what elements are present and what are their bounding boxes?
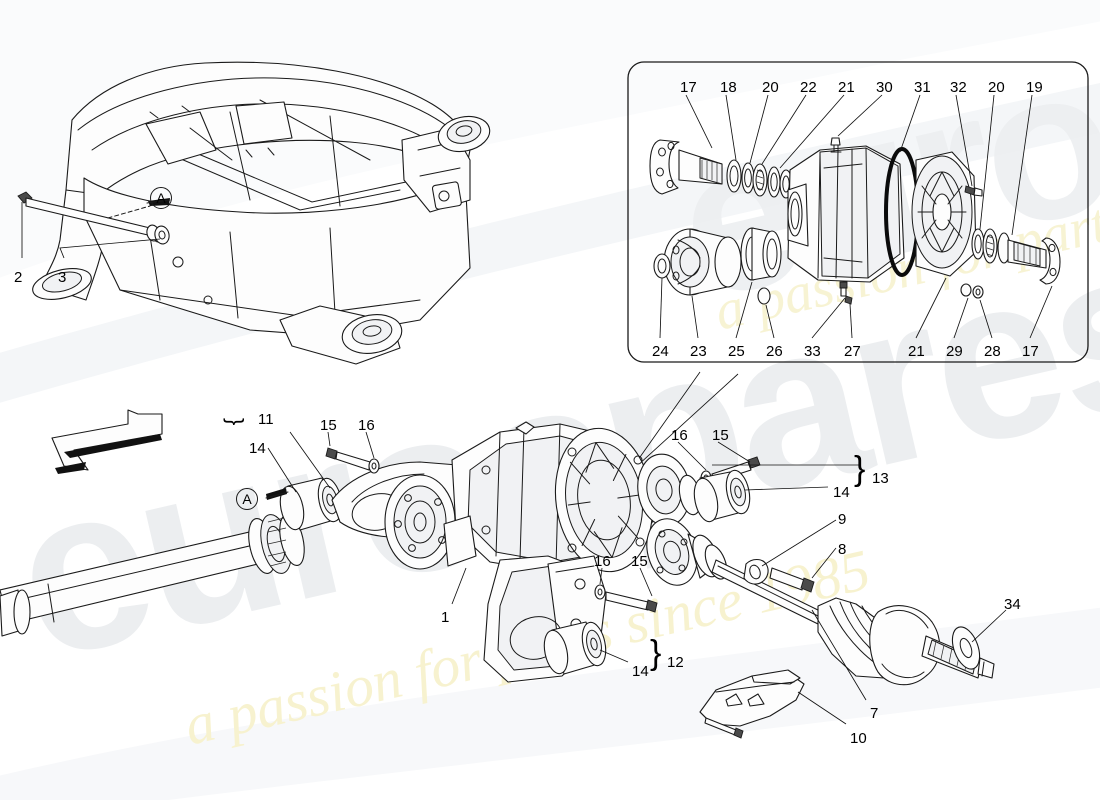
callout-32: 32 bbox=[950, 79, 967, 96]
rear-output-flange bbox=[637, 453, 691, 527]
callout-3: 3 bbox=[58, 269, 67, 286]
callout-26: 26 bbox=[766, 343, 783, 360]
callout-17-bottom: 17 bbox=[1022, 343, 1039, 360]
section-marker-a-diff: A bbox=[236, 488, 258, 510]
callout-21-top: 21 bbox=[838, 79, 855, 96]
part-9-retainer-plate bbox=[743, 558, 769, 585]
callout-2: 2 bbox=[14, 269, 23, 286]
brace-group-13: } bbox=[854, 450, 866, 488]
outer-cv-housing bbox=[869, 605, 941, 686]
propeller-shaft bbox=[0, 513, 305, 637]
part-32-bolt bbox=[964, 185, 983, 197]
direction-arrow bbox=[51, 409, 163, 474]
callout-22: 22 bbox=[800, 79, 817, 96]
part-10-heat-shield bbox=[699, 669, 805, 739]
callout-15-lower: 15 bbox=[631, 553, 648, 570]
main-differential-assembly bbox=[279, 421, 761, 683]
part-22-bearing bbox=[752, 163, 768, 197]
part-8-bolt bbox=[769, 567, 815, 593]
part-26-spacer bbox=[757, 287, 771, 305]
part-24-bearing-small bbox=[653, 253, 671, 279]
brace-group-11: } bbox=[223, 418, 248, 426]
part-20-shim-b bbox=[971, 228, 985, 260]
callout-30: 30 bbox=[876, 79, 893, 96]
callout-23: 23 bbox=[690, 343, 707, 360]
part-20-shim-a bbox=[741, 162, 755, 194]
part-33-drain-plug bbox=[839, 281, 848, 297]
part-13-mount-with-bushing bbox=[678, 469, 751, 523]
callout-31: 31 bbox=[914, 79, 931, 96]
part-17-left-stub-axle bbox=[649, 139, 723, 195]
callout-34: 34 bbox=[1004, 596, 1021, 613]
callout-10: 10 bbox=[850, 730, 867, 747]
callout-9: 9 bbox=[838, 511, 847, 528]
part-34-washer bbox=[951, 626, 981, 670]
drive-shaft-assembly bbox=[646, 518, 995, 686]
callout-15-upper-left: 15 bbox=[320, 417, 337, 434]
callout-1: 1 bbox=[441, 609, 450, 626]
callout-13: 13 bbox=[872, 470, 889, 487]
callout-14-right: 14 bbox=[833, 484, 850, 501]
callout-25: 25 bbox=[728, 343, 745, 360]
callout-7: 7 bbox=[870, 705, 879, 722]
main-rear-cover bbox=[554, 427, 654, 573]
inset-exploded-differential bbox=[649, 94, 1061, 339]
callout-28: 28 bbox=[984, 343, 1001, 360]
part-19-right-stub-axle bbox=[997, 232, 1061, 285]
part-18-seal bbox=[726, 159, 742, 193]
callout-29: 29 bbox=[946, 343, 963, 360]
differential-rear-cover bbox=[911, 151, 983, 277]
differential-housing-inset bbox=[787, 137, 905, 283]
callout-17-top: 17 bbox=[680, 79, 697, 96]
callout-8: 8 bbox=[838, 541, 847, 558]
callout-15-right: 15 bbox=[712, 427, 729, 444]
callout-16-upper-left: 16 bbox=[358, 417, 375, 434]
part-21-ring-a bbox=[767, 166, 781, 198]
inset-leader-lines-bottom bbox=[659, 277, 1053, 339]
callout-21-bottom: 21 bbox=[908, 343, 925, 360]
inner-cv-joint bbox=[646, 518, 728, 586]
inset-detail-box bbox=[627, 61, 1089, 363]
callout-20-top-b: 20 bbox=[988, 79, 1005, 96]
callout-16-right: 16 bbox=[671, 427, 688, 444]
part-16-washer-upper-left bbox=[368, 458, 380, 474]
callout-27: 27 bbox=[844, 343, 861, 360]
callout-19: 19 bbox=[1026, 79, 1043, 96]
section-a-arrow-diff bbox=[265, 488, 289, 500]
callout-12: 12 bbox=[667, 654, 684, 671]
callout-11: 11 bbox=[258, 411, 274, 428]
part-16-washer-lower bbox=[594, 584, 606, 600]
callout-18: 18 bbox=[720, 79, 737, 96]
part-29-nut bbox=[960, 283, 972, 297]
part-15-bolt-upper-left bbox=[325, 447, 371, 471]
callout-14-lower: 14 bbox=[632, 663, 649, 680]
part-15-bolt-lower bbox=[605, 591, 658, 613]
part-28-washer bbox=[972, 285, 984, 299]
callout-33: 33 bbox=[804, 343, 821, 360]
section-marker-a-frame: A bbox=[150, 187, 172, 209]
callout-24: 24 bbox=[652, 343, 669, 360]
inset-leader-lines-top bbox=[685, 94, 1033, 236]
callout-20-top-a: 20 bbox=[762, 79, 779, 96]
part-14-bushing-rear-lower bbox=[543, 621, 607, 675]
part-27-bolt-lower bbox=[844, 295, 853, 305]
rear-subframe-assembly bbox=[17, 61, 491, 365]
callout-14-front: 14 bbox=[249, 440, 266, 457]
brace-group-12: } bbox=[650, 634, 662, 672]
part-21-ring-c bbox=[982, 228, 998, 264]
inset-connector-lines bbox=[625, 371, 739, 477]
front-drive-flange bbox=[384, 474, 456, 570]
main-leader-lines bbox=[267, 431, 1007, 725]
callout-16-lower: 16 bbox=[594, 553, 611, 570]
part-25-bearing-race bbox=[740, 227, 782, 281]
part-23-differential-carrier bbox=[663, 228, 742, 296]
